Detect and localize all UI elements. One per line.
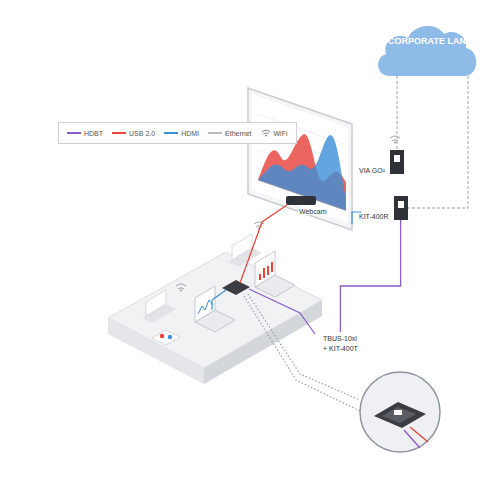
cabling (212, 205, 362, 412)
device-logo (394, 155, 400, 162)
connector-line (408, 76, 468, 208)
conference-table (108, 222, 322, 384)
device-body (394, 196, 408, 220)
webcam-node: Webcam (286, 196, 328, 215)
callout-text: + KIT-400T (323, 344, 358, 354)
legend-item: USB 2.0 (112, 130, 155, 137)
legend-label: Ethernet (225, 130, 251, 137)
webcam-label: Webcam (298, 208, 328, 215)
detail-zoom (360, 372, 440, 452)
device-node: VIA GO² (358, 150, 404, 174)
device-label: KIT-400R (358, 213, 390, 220)
webcam-body (286, 196, 316, 205)
connector-line (396, 76, 397, 150)
legend-swatch (67, 132, 81, 134)
wifi-icon (390, 136, 400, 141)
device-body (390, 150, 404, 174)
cloud-node: CORPORATE LAN (372, 18, 482, 80)
legend-item: HDMI (164, 130, 199, 137)
cloud-text: CORPORATE LAN (372, 36, 482, 46)
callout-label: TBUS-10xl+ KIT-400T (320, 332, 361, 356)
legend-label: USB 2.0 (129, 130, 155, 137)
wifi-icon (261, 129, 271, 137)
device-text: VIA GO² (358, 167, 386, 174)
legend-item: HDBT (67, 130, 103, 137)
device-text: KIT-400R (358, 213, 390, 220)
legend-swatch (208, 132, 222, 134)
legend-item: Ethernet (208, 130, 251, 137)
cloud-shape (372, 18, 482, 80)
device-logo (398, 201, 404, 208)
legend-label: HDMI (181, 130, 199, 137)
connector-line (340, 220, 400, 332)
legend-swatch (112, 132, 126, 134)
display-screen (248, 88, 352, 230)
legend-label: WiFi (274, 130, 288, 137)
device-node: KIT-400R (358, 196, 408, 220)
legend-item: WiFi (261, 129, 288, 137)
device-label: VIA GO² (358, 167, 386, 174)
callout-text: TBUS-10xl (323, 334, 358, 344)
legend-box: HDBT USB 2.0 HDMI Ethernet WiFi (58, 122, 297, 144)
legend-label: HDBT (84, 130, 103, 137)
cloud-label: CORPORATE LAN (372, 36, 482, 46)
legend-swatch (164, 132, 178, 134)
